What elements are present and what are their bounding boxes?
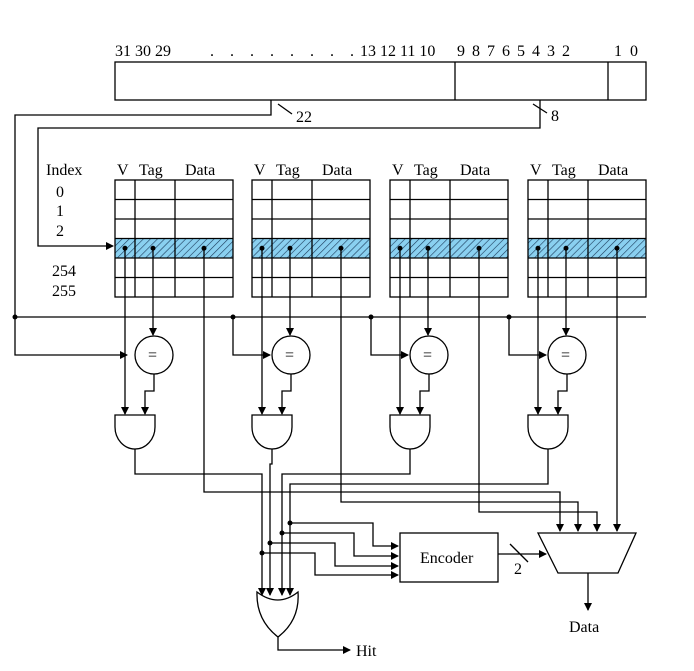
hit-line (277, 637, 351, 654)
way-selected-row (115, 238, 233, 258)
encoder-width-slash (509, 543, 529, 563)
tag-width-label: 22 (296, 109, 312, 126)
tag-width-slash (277, 103, 293, 115)
way-header-v: V (117, 162, 129, 179)
way-header-v: V (392, 162, 404, 179)
tag-bus-junction (12, 314, 18, 320)
index-row-255: 255 (52, 283, 76, 300)
comparator-to-and-line (416, 374, 430, 415)
way-3: V Tag Data = (506, 162, 647, 532)
tag-bus-to-comparator-line (370, 317, 409, 359)
way-selected-row (390, 238, 508, 258)
and-gate (527, 414, 569, 450)
way-0: V Tag Data = (114, 162, 564, 532)
address-register (114, 61, 647, 101)
index-width-slash (532, 103, 548, 114)
and-to-encoder-line (282, 532, 399, 560)
way-header-v: V (530, 162, 542, 179)
and-to-encoder-line (270, 542, 399, 570)
index-row-1: 1 (56, 203, 64, 220)
comparator-to-and-line (554, 374, 568, 415)
way-header-data: Data (185, 162, 215, 179)
and-to-or-line (266, 449, 274, 596)
way-header-tag: Tag (552, 162, 576, 179)
bit-labels-dots: . . . . . . . . (210, 43, 360, 60)
data-to-mux-line (340, 248, 582, 532)
tag-line-way0 (14, 100, 272, 359)
index-header: Index (46, 162, 82, 179)
encoder-width-label: 2 (514, 561, 522, 578)
data-to-mux-line (478, 248, 601, 532)
comparator-to-and-line (141, 374, 155, 415)
and-to-or-line (278, 449, 411, 596)
index-width-label: 8 (551, 108, 559, 125)
address-field-tag (114, 61, 647, 101)
tag-bus-to-comparator-line (232, 317, 271, 359)
bit-labels-high: 31 30 29 (115, 43, 171, 60)
and-gate (251, 414, 293, 450)
index-line (37, 100, 541, 250)
and-gate (114, 414, 156, 450)
hit-or-gate (256, 590, 299, 638)
data-mux (536, 532, 638, 574)
way-header-tag: Tag (276, 162, 300, 179)
way-2: V Tag Data = (368, 162, 601, 532)
and-gate (389, 414, 431, 450)
cache-ways: V Tag Data = V Tag Data = V Tag Data = V Tag Data = (114, 162, 647, 532)
hit-label: Hit (356, 643, 377, 660)
way-header-data: Data (460, 162, 490, 179)
and-to-or-line (134, 449, 266, 596)
data-to-mux-line (203, 248, 564, 532)
gate-wiring (134, 449, 549, 596)
index-row-0: 0 (56, 184, 64, 201)
way-header-v: V (254, 162, 266, 179)
bit-labels-low: 9 8 7 6 5 4 3 2 (457, 43, 570, 60)
comparator-symbol: = (423, 347, 432, 364)
tag-bus-to-comparator-line (508, 317, 547, 359)
way-selected-row (252, 238, 370, 258)
index-row-2: 2 (56, 223, 64, 240)
comparator-symbol: = (285, 347, 294, 364)
encoder-label: Encoder (420, 550, 474, 567)
comparator-to-and-line (278, 374, 292, 415)
way-header-tag: Tag (414, 162, 438, 179)
data-out-label: Data (569, 619, 599, 636)
way-1: V Tag Data = (230, 162, 582, 532)
way-selected-row (528, 238, 646, 258)
and-to-encoder-line (290, 522, 399, 550)
bit-labels-offset: 1 0 (614, 43, 638, 60)
and-to-encoder-line (262, 552, 399, 579)
and-to-or-line (286, 449, 549, 596)
way-header-data: Data (322, 162, 352, 179)
comparator-symbol: = (561, 347, 570, 364)
comparator-symbol: = (148, 347, 157, 364)
way-header-tag: Tag (139, 162, 163, 179)
encoder-block (399, 532, 499, 583)
index-row-254: 254 (52, 263, 76, 280)
bit-labels-mid: 13 12 11 10 (360, 43, 435, 60)
way-header-data: Data (598, 162, 628, 179)
